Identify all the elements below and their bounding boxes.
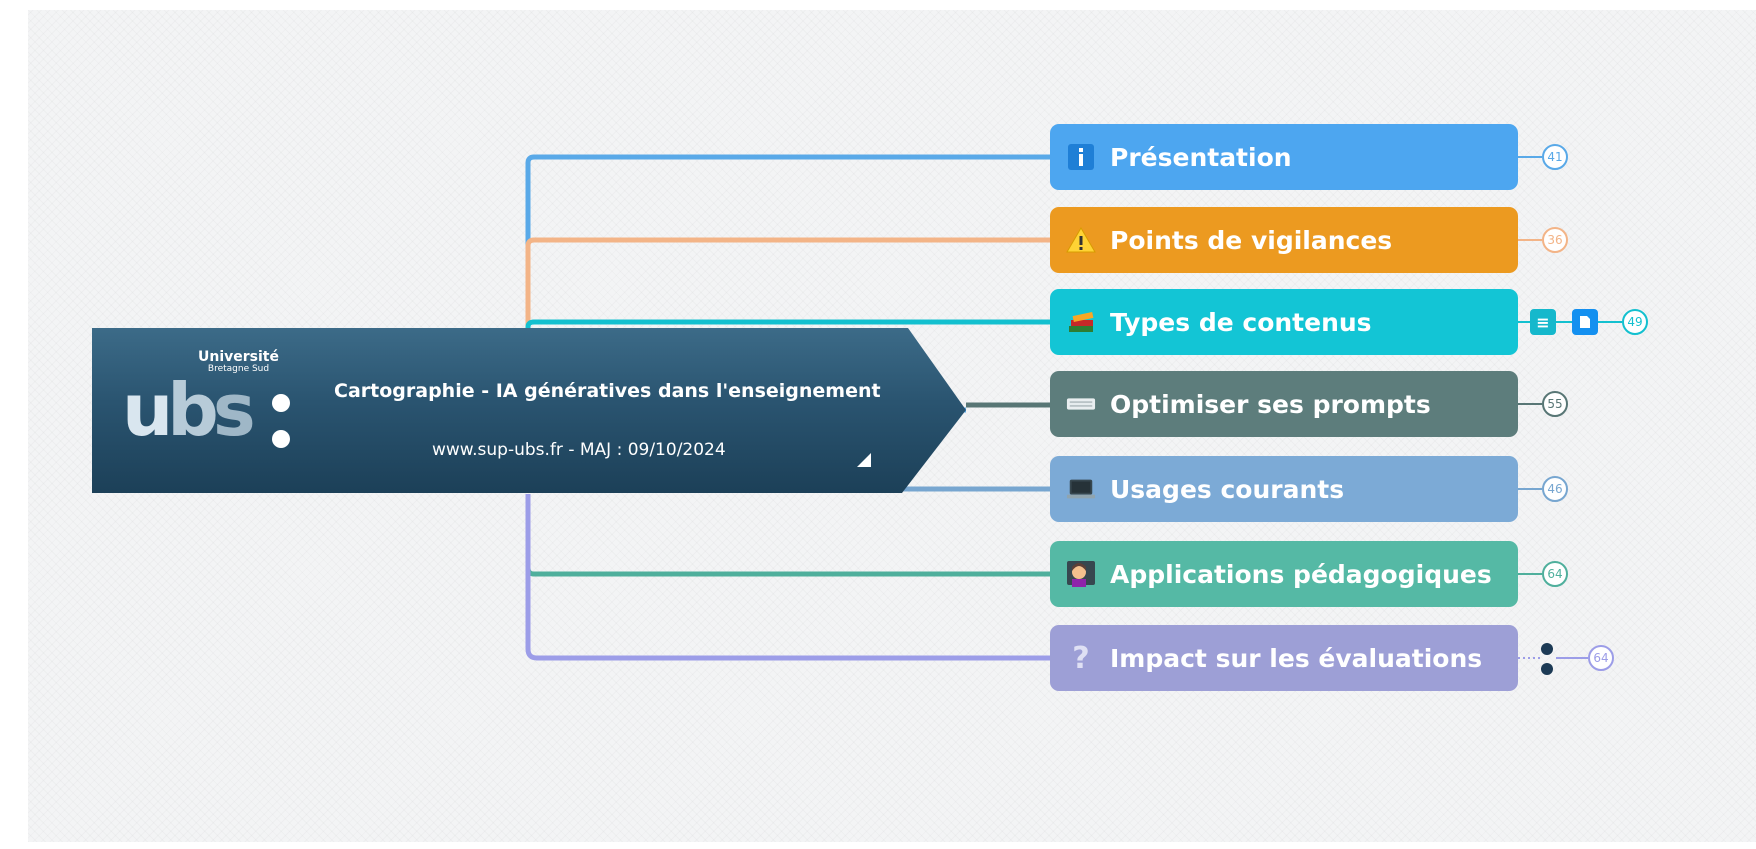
topic-types-de-contenus[interactable]: Types de contenus xyxy=(1050,289,1518,355)
count-badge[interactable]: 49 xyxy=(1622,309,1648,335)
root-subtitle: www.sup-ubs.fr - MAJ : 09/10/2024 xyxy=(432,440,726,460)
topic-label: Types de contenus xyxy=(1110,307,1372,337)
logo-letters: ubs xyxy=(122,368,256,452)
ubs-logo: Université Bretagne Sud ubs xyxy=(122,350,292,470)
root-node[interactable]: Université Bretagne Sud ubs Cartographie… xyxy=(92,328,966,493)
count-badge[interactable]: 41 xyxy=(1542,144,1568,170)
topic-label: Présentation xyxy=(1110,142,1292,172)
topic-label: Points de vigilances xyxy=(1110,225,1393,255)
topic-label: Impact sur les évaluations xyxy=(1110,643,1483,673)
attachment-icon[interactable] xyxy=(1572,309,1598,335)
topic-label: Optimiser ses prompts xyxy=(1110,389,1431,419)
teacher-icon xyxy=(1066,559,1096,589)
root-title: Cartographie - IA génératives dans l'ens… xyxy=(334,380,881,402)
question-icon: ? xyxy=(1072,640,1090,676)
topic-optimiser-ses-prompts[interactable]: Optimiser ses prompts xyxy=(1050,371,1518,437)
info-icon xyxy=(1066,142,1096,172)
topic-usages-courants[interactable]: Usages courants xyxy=(1050,456,1518,522)
topic-presentation[interactable]: Présentation xyxy=(1050,124,1518,190)
logo-region-text: Bretagne Sud xyxy=(207,364,270,374)
laptop-icon xyxy=(1066,474,1096,504)
count-badge[interactable]: 64 xyxy=(1588,645,1614,671)
logo-colon-dots xyxy=(272,394,292,450)
logo-university-text: Université xyxy=(198,349,279,365)
count-badge[interactable]: 64 xyxy=(1542,561,1568,587)
count-badge[interactable]: 36 xyxy=(1542,227,1568,253)
note-corner-icon[interactable] xyxy=(857,453,871,467)
topic-impact-sur-les-evaluations[interactable]: ? Impact sur les évaluations xyxy=(1050,625,1518,691)
more-options-icon[interactable] xyxy=(1541,643,1555,677)
topic-applications-pedagogiques[interactable]: Applications pédagogiques xyxy=(1050,541,1518,607)
warning-icon xyxy=(1066,225,1096,255)
count-badge[interactable]: 55 xyxy=(1542,391,1568,417)
keyboard-icon xyxy=(1066,389,1096,419)
books-icon xyxy=(1066,307,1096,337)
notes-list-icon[interactable]: ≡ xyxy=(1530,309,1556,335)
topic-label: Applications pédagogiques xyxy=(1110,559,1492,589)
count-badge[interactable]: 46 xyxy=(1542,476,1568,502)
topic-label: Usages courants xyxy=(1110,474,1345,504)
topic-points-de-vigilances[interactable]: Points de vigilances xyxy=(1050,207,1518,273)
